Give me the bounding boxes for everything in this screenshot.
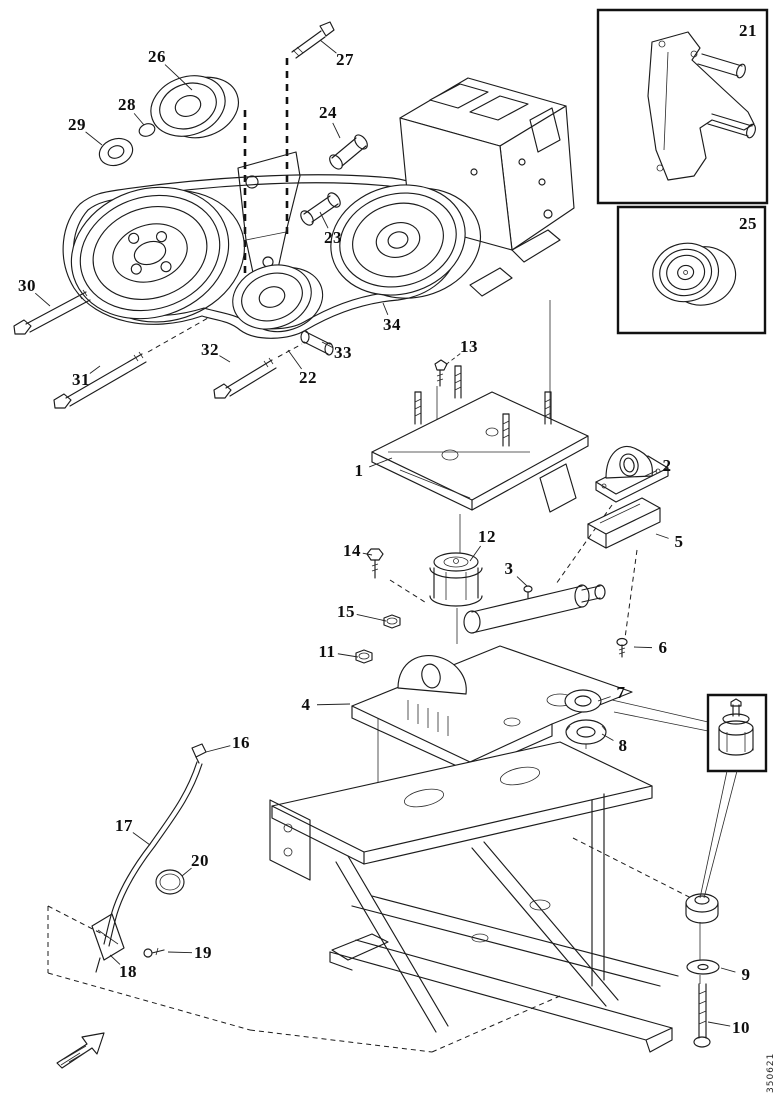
inset-box-25-frame: [618, 207, 765, 333]
plate-studs: [415, 366, 551, 446]
bracket-18: [92, 914, 124, 972]
figure-code: 350621: [766, 1052, 776, 1093]
grease-line: [92, 744, 206, 972]
washer-29: [96, 134, 137, 170]
bolt-10: [694, 984, 710, 1047]
pivot-shaft-3: [464, 585, 605, 633]
spacer-23: [298, 191, 342, 228]
nut-15: [384, 615, 400, 628]
bolt-31: [54, 352, 146, 408]
bolt-27: [292, 22, 334, 58]
crank-pulley: [54, 163, 262, 346]
isolator-12: [430, 553, 482, 606]
inset-box-21: [598, 10, 767, 203]
idler-pulley-22: [224, 252, 331, 344]
fitting-16: [192, 744, 206, 763]
bolt-30: [14, 290, 90, 334]
detail-box: [612, 695, 766, 898]
clutch-pulley: [318, 167, 493, 317]
washer-9: [687, 960, 719, 974]
screw-19: [144, 948, 164, 957]
nut-11: [356, 650, 372, 663]
spacer-33: [301, 331, 333, 355]
mounting-plate-1: [372, 392, 588, 512]
mount-8: [566, 720, 606, 749]
bolt-14: [367, 549, 383, 578]
clamp-20: [156, 870, 184, 894]
mount-stack: [686, 894, 719, 1047]
pulley-26: [142, 62, 247, 152]
spacer-24: [327, 133, 370, 172]
bolt-13: [435, 360, 447, 386]
direction-arrow: [57, 1033, 104, 1068]
bolt-6: [617, 639, 627, 658]
spacer-block-5: [588, 498, 660, 548]
bearing-mount-2: [596, 446, 668, 502]
callout-leader-lines: [35, 40, 735, 1026]
hose-17: [104, 762, 202, 946]
detail-isolator: [719, 699, 753, 755]
alignment-lines: [48, 58, 700, 1052]
washer-28: [137, 122, 156, 139]
bolt-32: [214, 358, 276, 398]
inset-box-21-frame: [598, 10, 767, 203]
inset-box-25: [618, 207, 765, 333]
frame-assembly: [270, 742, 678, 1052]
mount-7: [565, 690, 601, 712]
